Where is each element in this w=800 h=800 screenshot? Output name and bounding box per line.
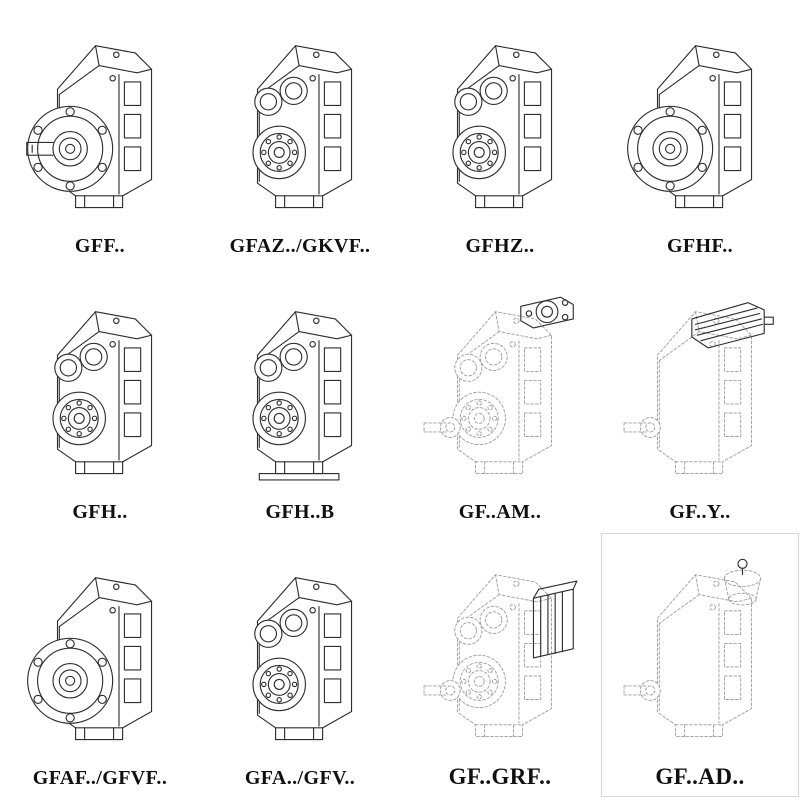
sideshaft-part [623, 680, 661, 701]
gearbox-cell: GFHZ.. [400, 0, 600, 266]
housing-part [56, 311, 153, 475]
housing-part [657, 574, 753, 738]
gearbox-drawing [452, 45, 553, 209]
sideshaft-part [623, 417, 661, 438]
gearbox-cell: GF..GRF.. [400, 532, 600, 798]
gearbox-model-label: GFF.. [74, 235, 126, 257]
gearbox-model-label: GFHZ.. [465, 235, 535, 257]
gearbox-drawing [52, 311, 153, 475]
gearbox-model-label: GF..AM.. [458, 501, 542, 523]
bores-part [252, 608, 308, 712]
gearbox-drawing [627, 45, 753, 209]
sideshaft-part [423, 417, 461, 438]
bores-part [252, 342, 308, 446]
gearbox-model-label: GF..AD.. [655, 764, 745, 789]
bores-part [452, 342, 508, 446]
flange-part [27, 637, 114, 724]
gearbox-model-label: GF..GRF.. [448, 764, 552, 789]
housing-part [256, 311, 353, 475]
adstub-part [737, 558, 748, 576]
flange-part [27, 105, 114, 192]
housing-part [657, 311, 753, 475]
gearbox-model-label: GFA../GFV.. [244, 767, 356, 789]
gearbox-drawing [252, 311, 353, 481]
motorside-part [532, 580, 578, 659]
gearbox-drawing [252, 577, 353, 741]
flange-part [627, 105, 714, 192]
gearbox-drawing [623, 558, 762, 738]
gearbox-cell: GFF.. [0, 0, 200, 266]
gearbox-cell: GFAZ../GKVF.. [200, 0, 400, 266]
housing-part [256, 45, 353, 209]
adapter-part [723, 569, 762, 606]
gearbox-drawing [27, 577, 153, 741]
gearbox-drawing [252, 45, 353, 209]
gearbox-model-label: GFH..B [265, 501, 335, 523]
bores-part [452, 76, 508, 180]
gearbox-cell: GFA../GFV.. [200, 532, 400, 798]
gearbox-cell: GFAF../GFVF.. [0, 532, 200, 798]
gearbox-model-label: GFHF.. [666, 235, 734, 257]
bores-part [252, 76, 308, 180]
topflange-part [520, 296, 574, 329]
gearbox-cell: GF..AD.. [600, 532, 800, 798]
housing-part [456, 45, 553, 209]
gearbox-model-label: GFAZ../GKVF.. [229, 235, 371, 257]
housing-part [256, 577, 353, 741]
gearbox-model-label: GF..Y.. [669, 501, 731, 523]
gearbox-cell: GF..Y.. [600, 266, 800, 532]
gearbox-drawing [623, 302, 774, 475]
gearbox-model-label: GFH.. [72, 501, 128, 523]
housing-part [457, 574, 553, 738]
gearbox-drawing [423, 296, 574, 475]
motor-part [691, 302, 774, 349]
gearbox-cell: GFH..B [200, 266, 400, 532]
gearbox-cell: GF..AM.. [400, 266, 600, 532]
baseplate-part [258, 473, 340, 481]
gearbox-cell: GFH.. [0, 266, 200, 532]
gearbox-drawing [423, 574, 578, 738]
bores-part [452, 605, 508, 709]
gearbox-cell: GFHF.. [600, 0, 800, 266]
bores-part [52, 342, 108, 446]
sideshaft-part [423, 680, 461, 701]
housing-part [457, 311, 553, 475]
gearbox-drawing [26, 45, 153, 209]
gearbox-model-label: GFAF../GFVF.. [32, 767, 168, 789]
